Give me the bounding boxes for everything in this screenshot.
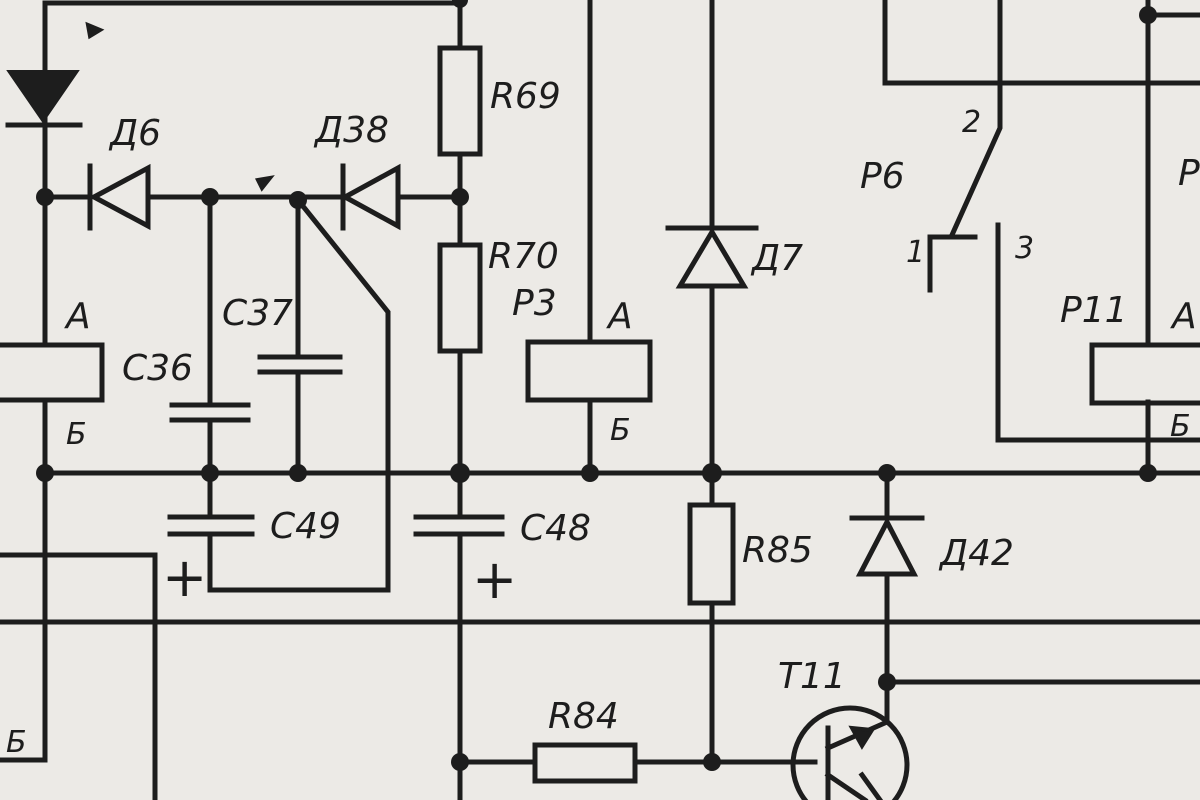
label-r69: R69 <box>490 76 561 117</box>
diode-d42 <box>849 515 925 577</box>
capacitor-c49 <box>167 514 255 537</box>
resistor-r70 <box>437 242 483 354</box>
label-r70: R70 <box>488 236 559 277</box>
diode-d7 <box>665 225 759 289</box>
label-left-bottom-b: Б <box>6 725 27 760</box>
label-d6: Д6 <box>108 113 161 154</box>
label-c48: C48 <box>520 508 591 549</box>
label-r84: R84 <box>548 696 619 737</box>
label-c36: C36 <box>122 348 193 389</box>
capacitor-c37 <box>257 354 343 375</box>
label-t11: T11 <box>778 656 846 697</box>
relay-coil-left <box>0 342 105 403</box>
label-d42: Д42 <box>938 533 1014 574</box>
label-p3: P3 <box>512 283 557 324</box>
capacitor-c48 <box>413 514 505 537</box>
label-p11: P11 <box>1060 290 1128 331</box>
label-d38: Д38 <box>313 110 389 151</box>
capacitor-c36 <box>169 402 251 423</box>
relay-coil-p11 <box>1089 342 1200 406</box>
transistor-t11 <box>790 705 910 800</box>
label-d7: Д7 <box>750 238 803 279</box>
diode-top-left <box>5 70 83 128</box>
label-left-a: A <box>64 296 91 337</box>
label-p3-b: Б <box>610 413 631 448</box>
labels: Д6 Д38 R69 R70 P3 A Б Д7 P6 1 2 3 P11 A … <box>6 76 1200 760</box>
diode-d38 <box>339 163 401 231</box>
direction-marks <box>85 21 275 192</box>
label-c49-plus: + <box>162 546 207 609</box>
label-c37: C37 <box>222 293 293 334</box>
label-c48-plus: + <box>472 548 517 611</box>
label-c49: C49 <box>270 506 341 547</box>
relay-coil-p3 <box>525 339 653 403</box>
diode-d6 <box>87 163 151 231</box>
label-p11-a: A <box>1170 296 1197 337</box>
label-right-edge-p: P <box>1178 153 1200 194</box>
label-p6-pin1: 1 <box>906 235 925 270</box>
resistor-r69 <box>437 45 483 157</box>
label-left-b: Б <box>66 417 87 452</box>
junction-dots <box>36 0 1157 771</box>
label-p6-pin3: 3 <box>1015 231 1034 266</box>
label-p3-a: A <box>606 296 633 337</box>
label-p6: P6 <box>860 156 905 197</box>
resistor-r84 <box>532 742 638 784</box>
resistor-r85 <box>687 502 736 606</box>
label-p6-pin2: 2 <box>962 105 981 140</box>
label-p11-b: Б <box>1170 409 1191 444</box>
label-r85: R85 <box>742 530 813 571</box>
